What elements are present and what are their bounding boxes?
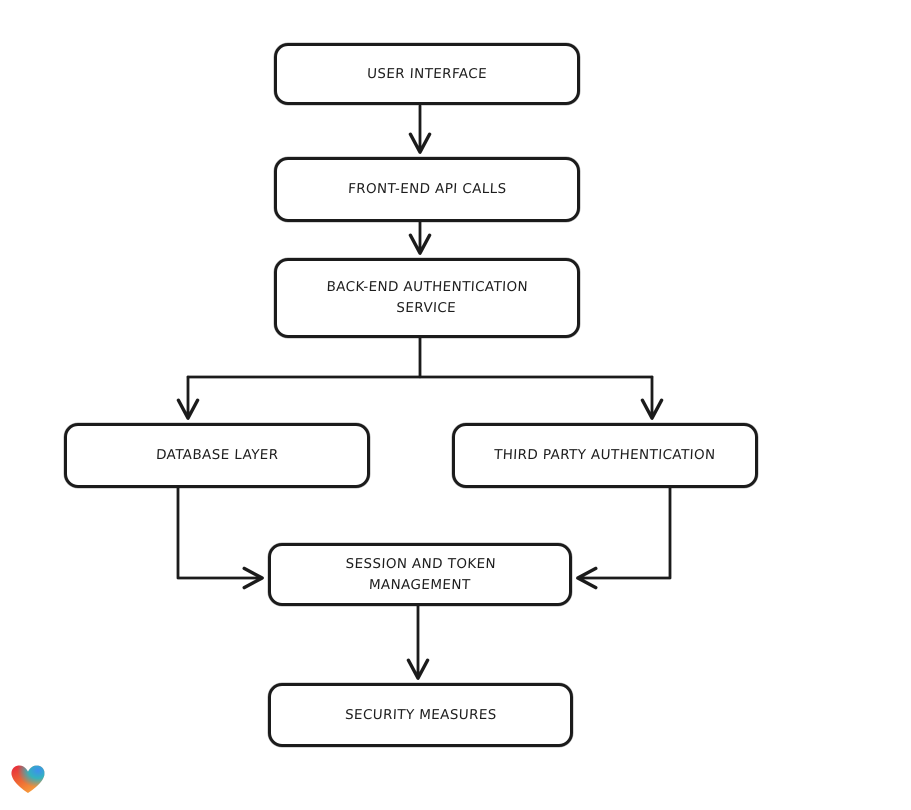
node-user-interface-label: USER INTERFACE [366, 65, 488, 82]
node-front-end-api-calls-label: FRONT-END API CALLS [347, 181, 507, 197]
node-database-layer: DATABASE LAYER [64, 423, 370, 488]
node-third-party-authentication-label: THIRD PARTY AUTHENTICATION [493, 447, 717, 463]
edge-database-to-session [176, 486, 264, 590]
node-security-measures-label: SECURITY MEASURES [344, 706, 497, 723]
heart-shape-overlay [11, 765, 45, 793]
node-security-measures: SECURITY MEASURES [268, 683, 573, 747]
node-back-end-authentication-service-label: BACK-END AUTHENTICATION SERVICE [326, 279, 529, 316]
node-session-and-token-management: SESSION AND TOKEN MANAGEMENT [268, 543, 572, 606]
node-user-interface: USER INTERFACE [274, 43, 580, 105]
node-third-party-authentication: THIRD PARTY AUTHENTICATION [452, 423, 758, 488]
node-front-end-api-calls: FRONT-END API CALLS [274, 157, 580, 222]
node-session-and-token-management-label: SESSION AND TOKEN MANAGEMENT [344, 555, 497, 593]
edge-thirdparty-to-session [576, 486, 672, 590]
node-database-layer-label: DATABASE LAYER [155, 447, 279, 463]
node-back-end-authentication-service: BACK-END AUTHENTICATION SERVICE [274, 258, 580, 338]
lovable-heart-logo[interactable] [10, 762, 46, 797]
